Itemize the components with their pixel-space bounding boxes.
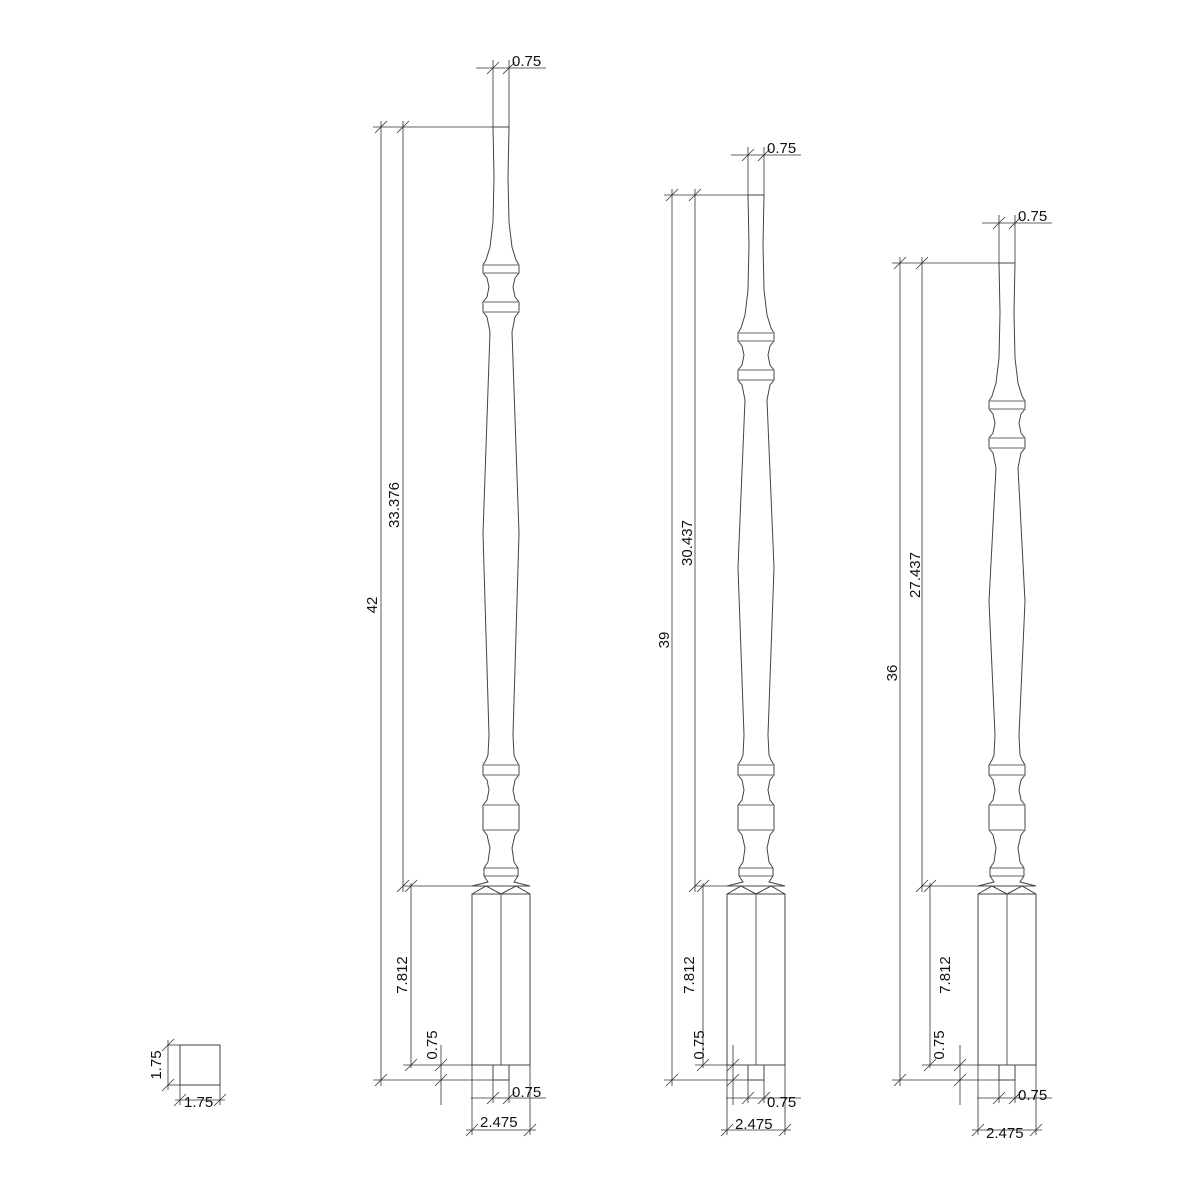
block-chamfer (726, 885, 786, 895)
dimension-tick (696, 879, 710, 893)
square-width-label: 1.75 (184, 1094, 213, 1111)
overall-height-label: 42 (364, 597, 381, 614)
overall-height-label: 36 (884, 665, 901, 682)
dimension-tick (486, 61, 500, 75)
dimension-tick (726, 1073, 740, 1087)
upper-length-label: 27.437 (907, 552, 924, 598)
dimension-tick (953, 1058, 967, 1072)
dimension-tick (915, 256, 929, 270)
dimension-tick (688, 188, 702, 202)
pin-width-label: 0.75 (1018, 1087, 1047, 1104)
square-height-label: 1.75 (148, 1050, 165, 1079)
dimension-tick (726, 1058, 740, 1072)
dimension-tick (757, 148, 771, 162)
block-width-label: 2.475 (986, 1125, 1024, 1142)
pin-width-label: 0.75 (512, 1084, 541, 1101)
dimension-tick (971, 1123, 985, 1137)
dimension-tick (923, 879, 937, 893)
dimension-tick (665, 188, 679, 202)
overall-height-label: 39 (656, 632, 673, 649)
block-height-label: 7.812 (681, 956, 698, 994)
pin-width-label: 0.75 (767, 1094, 796, 1111)
block-width-label: 2.475 (735, 1116, 773, 1133)
dimension-tick (893, 1073, 907, 1087)
dimension-tick (374, 120, 388, 134)
block-height-label: 7.812 (937, 956, 954, 994)
dimension-tick (665, 1073, 679, 1087)
dimension-tick (404, 879, 418, 893)
pin (998, 1064, 1016, 1081)
dimension-tick (434, 1058, 448, 1072)
baluster-profile (726, 194, 786, 887)
top-width-label: 0.75 (767, 140, 796, 157)
dimension-tick (893, 256, 907, 270)
dimension-tick (486, 1091, 500, 1105)
pin-height-label: 0.75 (424, 1030, 441, 1059)
dimension-tick (1029, 1123, 1043, 1137)
top-width-label: 0.75 (1018, 208, 1047, 225)
dimension-tick (396, 120, 410, 134)
dimension-tick (1008, 1091, 1022, 1105)
dimension-tick (720, 1123, 734, 1137)
baluster-profile (977, 262, 1037, 887)
pin-height-label: 0.75 (691, 1030, 708, 1059)
dimension-tick (502, 61, 516, 75)
pin-height-label: 0.75 (931, 1030, 948, 1059)
block-height-label: 7.812 (394, 956, 411, 994)
baluster-profile (471, 126, 531, 887)
pin (747, 1064, 765, 1081)
dimension-tick (465, 1123, 479, 1137)
baluster-2-labels: 0.75 39 30.437 7.812 0.75 0.75 2.475 (656, 140, 796, 1133)
dimension-tick (1008, 216, 1022, 230)
dimension-tick (502, 1091, 516, 1105)
dimension-tick (374, 1073, 388, 1087)
dimension-tick (757, 1091, 771, 1105)
block-chamfer (977, 885, 1037, 895)
upper-length-label: 33.376 (386, 482, 403, 528)
square-section-labels: 1.75 1.75 (148, 1050, 213, 1111)
baluster-3-labels: 0.75 36 27.437 7.812 0.75 0.75 2.475 (884, 208, 1047, 1142)
dimension-tick (741, 1091, 755, 1105)
dimension-tick (992, 216, 1006, 230)
top-width-label: 0.75 (512, 53, 541, 70)
dimension-tick (741, 148, 755, 162)
upper-length-label: 30.437 (679, 520, 696, 566)
baluster-1-labels: 0.75 42 33.376 7.812 0.75 0.75 2.475 (364, 53, 541, 1131)
block-chamfer (471, 885, 531, 895)
block-width-label: 2.475 (480, 1114, 518, 1131)
dimension-tick (778, 1123, 792, 1137)
dimension-tick (953, 1073, 967, 1087)
square-section (179, 1044, 221, 1086)
dimension-tick (992, 1091, 1006, 1105)
dimension-tick (523, 1123, 537, 1137)
pin (492, 1064, 510, 1081)
dimension-tick (434, 1073, 448, 1087)
